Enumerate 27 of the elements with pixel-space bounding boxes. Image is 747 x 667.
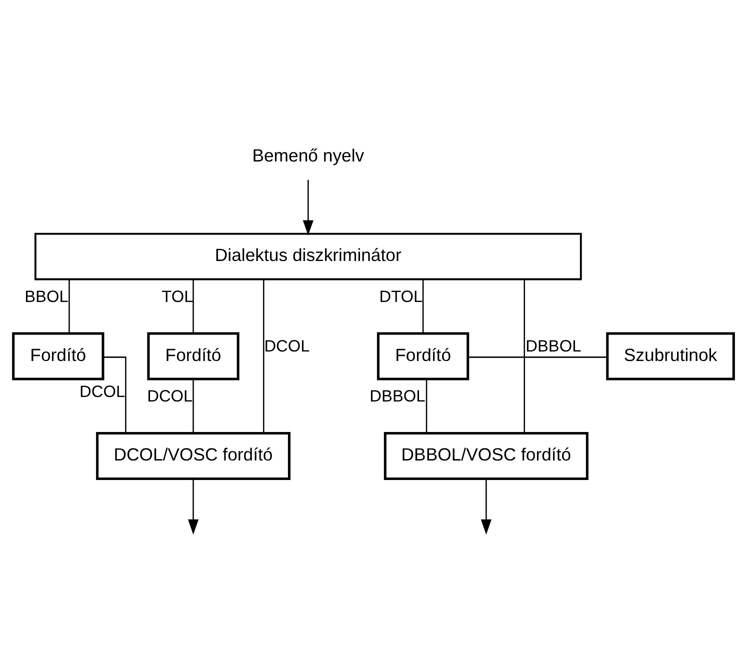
- node-box: Fordító: [147, 332, 240, 380]
- edge-label: BBOL: [24, 287, 68, 306]
- edge-label: DCOL: [147, 387, 193, 406]
- connector: [192, 279, 194, 333]
- connector: [422, 279, 424, 333]
- node-text: Bemenő nyelv: [252, 144, 364, 165]
- arrow: [188, 478, 199, 534]
- arrow: [302, 179, 314, 235]
- connector: [468, 356, 608, 358]
- node-box: DCOL/VOSC fordító: [96, 432, 290, 480]
- edge-label: DCOL: [264, 337, 310, 356]
- node-box: Fordító: [12, 332, 104, 380]
- connector: [192, 378, 194, 433]
- edge-label: DCOL: [80, 382, 126, 401]
- node-box: Szubrutinok: [606, 332, 735, 380]
- arrow: [480, 478, 492, 534]
- connector: [68, 279, 70, 333]
- edge-label: DBBOL: [370, 387, 426, 406]
- node-box: Fordító: [376, 332, 470, 380]
- connector: [524, 278, 526, 432]
- edge-label: DTOL: [379, 287, 423, 306]
- connector: [263, 278, 264, 432]
- connector: [426, 378, 428, 433]
- connector: [103, 356, 126, 433]
- node-box: DBBOL/VOSC fordító: [384, 432, 588, 480]
- edge-label: DBBOL: [526, 337, 582, 356]
- node-box: Dialektus diszkriminátor: [34, 232, 582, 280]
